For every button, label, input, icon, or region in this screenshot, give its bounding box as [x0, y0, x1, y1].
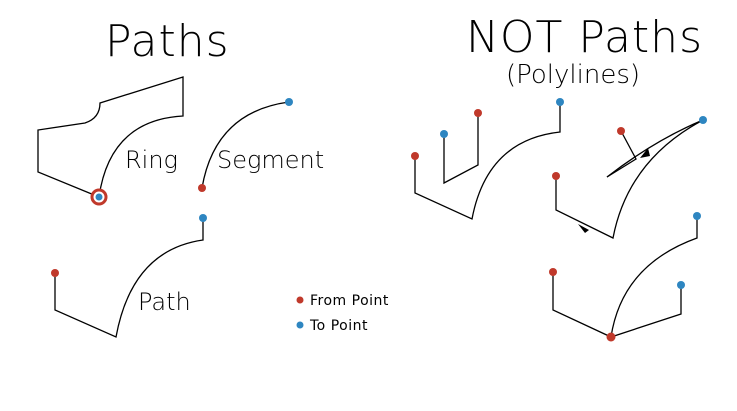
label-ring: Ring	[125, 146, 178, 174]
polyline-3	[549, 212, 701, 342]
polyline-2-arrow-lower	[578, 224, 589, 233]
segment-from-point	[198, 184, 206, 192]
segment-shape	[198, 98, 293, 192]
ring-from-point	[95, 193, 103, 201]
polyline-2-arrow-upper	[640, 148, 650, 158]
subtitle-polylines: (Polylines)	[506, 60, 640, 90]
polyline-2-to-a	[699, 116, 707, 124]
polyline-2-from-b	[552, 172, 560, 180]
legend: From Point To Point	[296, 293, 389, 334]
label-segment: Segment	[217, 146, 324, 174]
path-from-point	[51, 269, 59, 277]
label-path: Path	[138, 288, 191, 316]
polyline-3-to-b	[693, 212, 701, 220]
legend-to-label: To Point	[309, 318, 368, 334]
legend-to-dot	[296, 321, 304, 329]
legend-from-dot	[296, 296, 304, 304]
path-shape	[51, 214, 207, 338]
path-to-point	[199, 214, 207, 222]
title-paths: Paths	[105, 16, 230, 67]
polyline-2	[552, 116, 707, 239]
polyline-1-from-b	[474, 109, 482, 117]
polyline-3-to-a	[677, 281, 685, 289]
polyline-3-from-a	[549, 268, 557, 276]
legend-from-label: From Point	[310, 293, 389, 309]
polyline-2-from-a	[617, 127, 625, 135]
segment-to-point	[285, 98, 293, 106]
polyline-1-to-b	[440, 130, 448, 138]
polyline-1	[411, 98, 564, 220]
title-not-paths: NOT Paths	[466, 12, 703, 63]
polyline-3-shared-point	[606, 332, 616, 342]
polyline-1-from-a	[411, 152, 419, 160]
ring-shape	[37, 76, 184, 206]
polyline-1-to-a	[556, 98, 564, 106]
